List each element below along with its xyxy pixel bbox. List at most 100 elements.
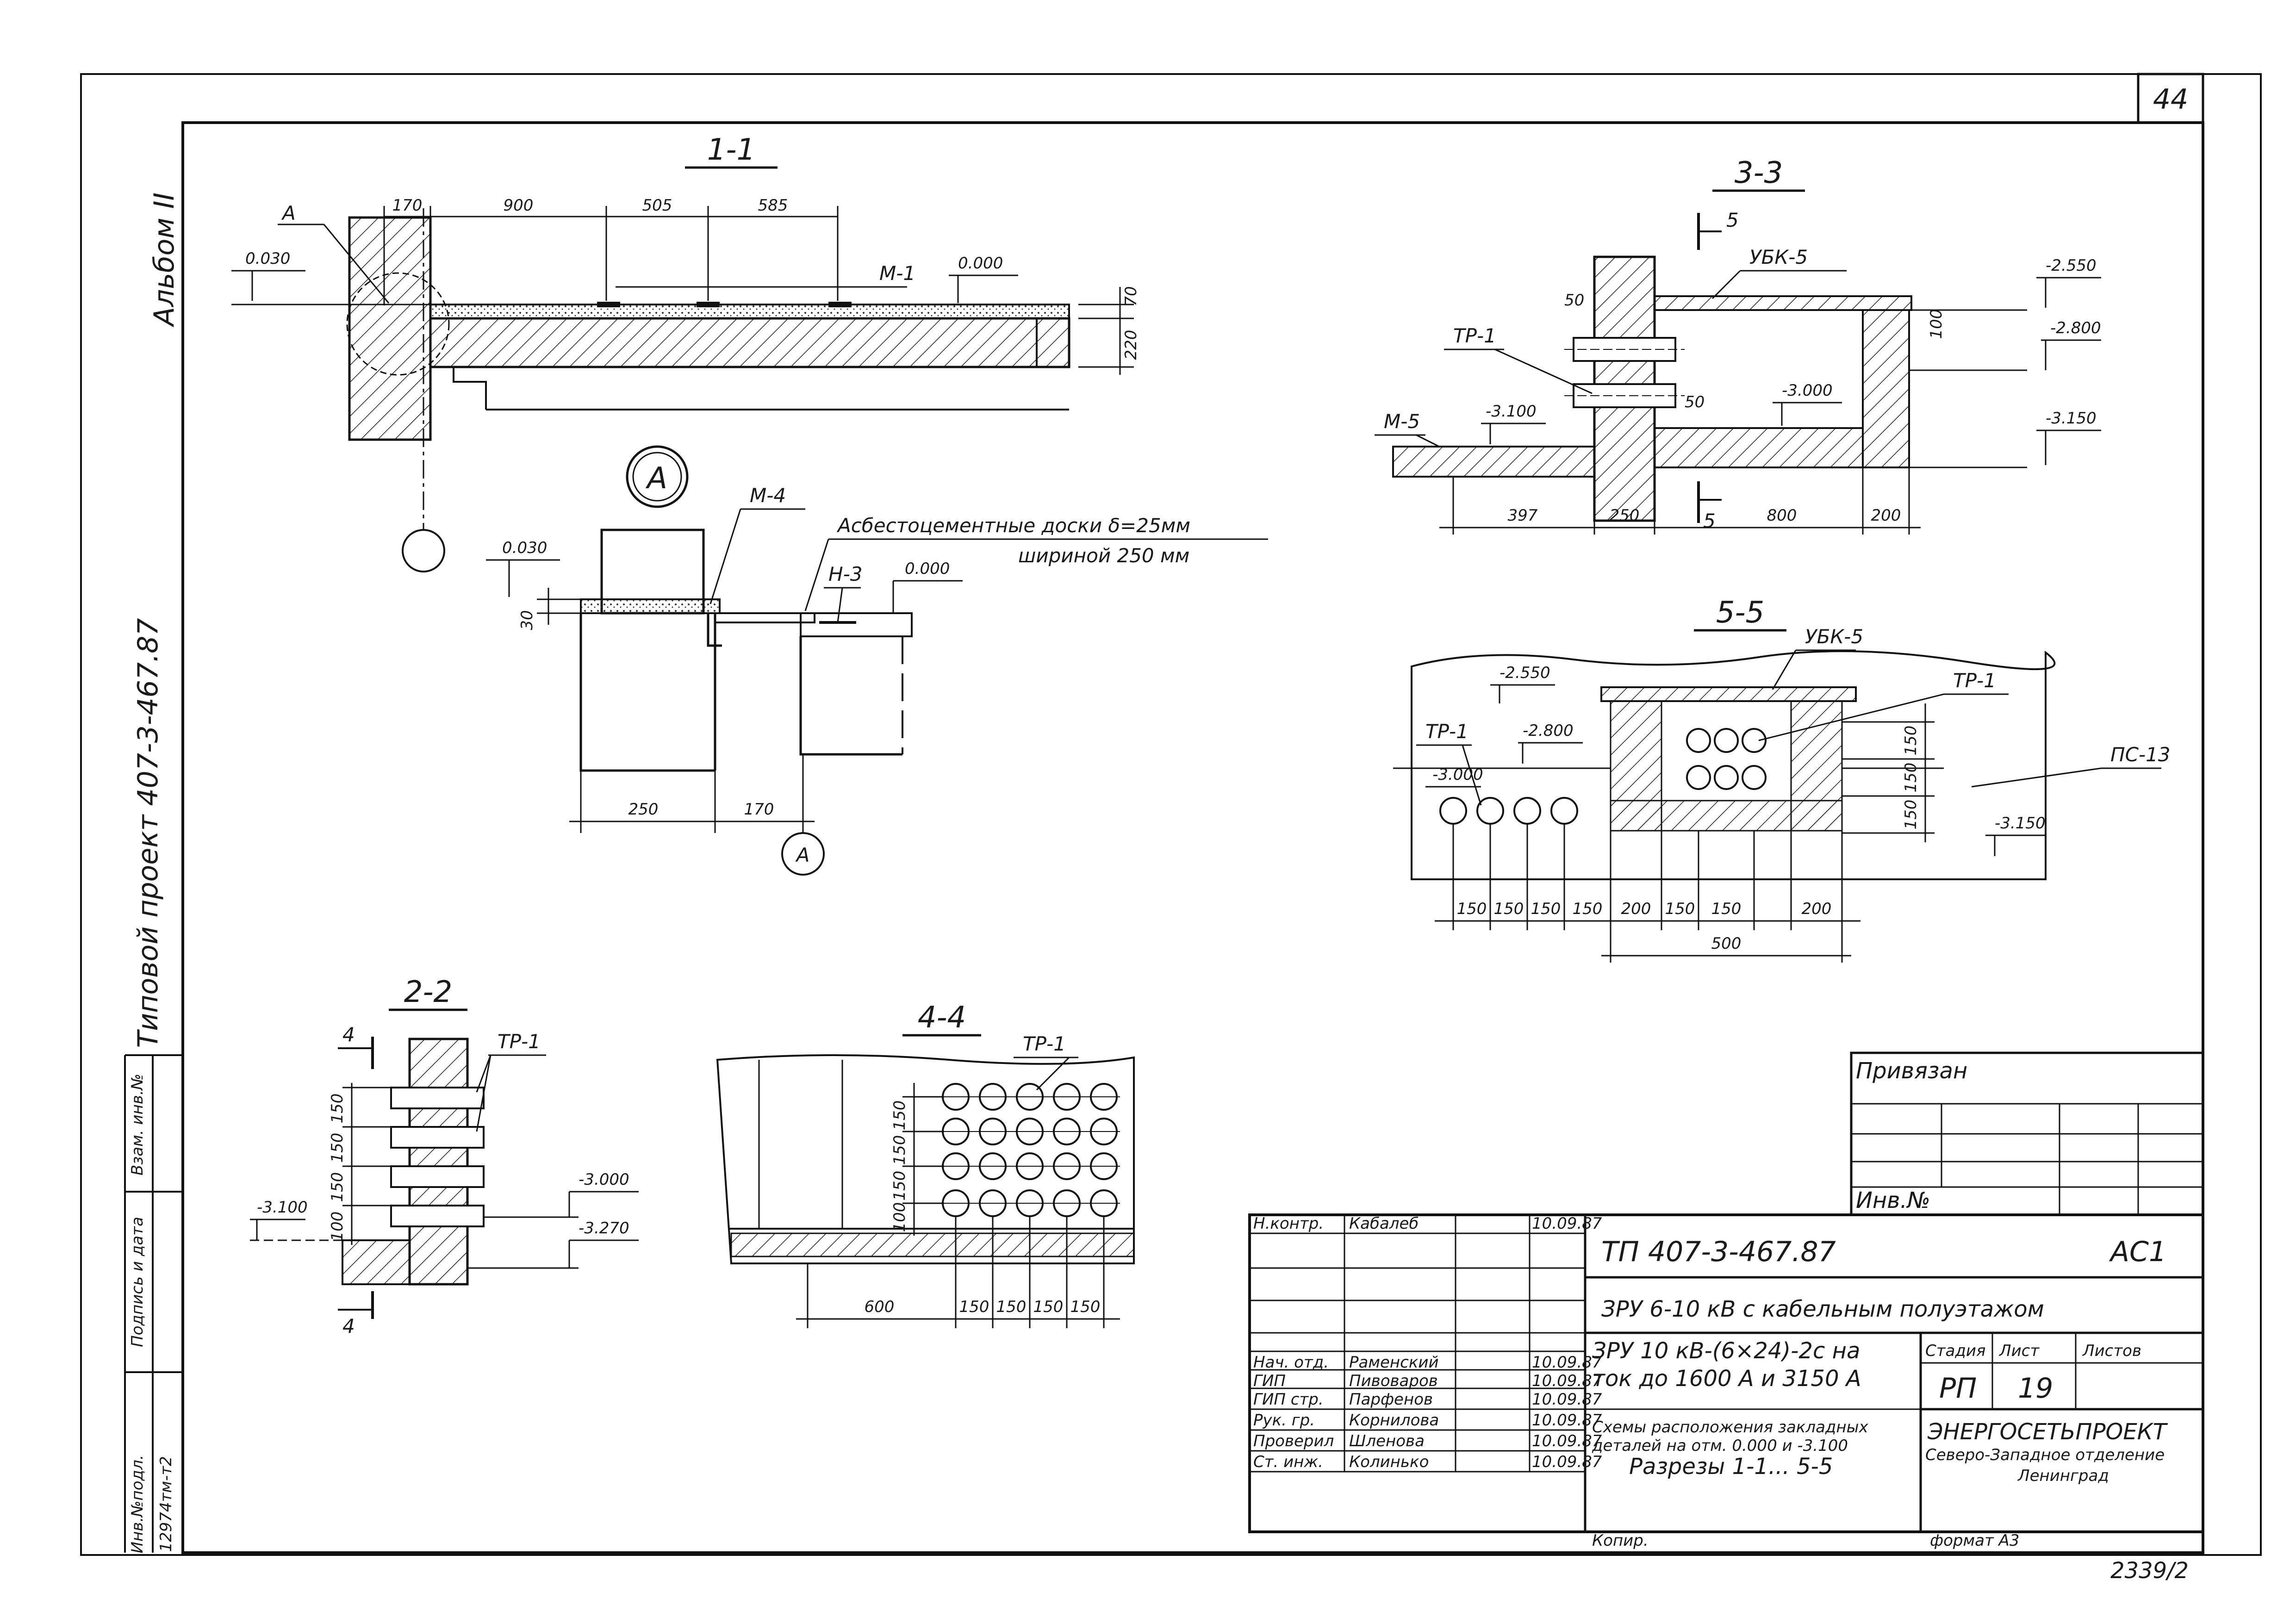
vdim-44-b: 150 (890, 1135, 909, 1165)
level-0000: 0.000 (958, 254, 1003, 273)
level-m3000-22: -3.000 (579, 1170, 629, 1189)
vdim-55-b: 150 (1902, 763, 1920, 793)
row-date: 10.09.87 (1532, 1390, 1602, 1409)
podpis-label: Подпись и дата (128, 1217, 147, 1347)
level-m2800-55: -2.800 (1523, 721, 1574, 740)
section-3-3-title: 3-3 (1735, 156, 1783, 190)
detail-a: А М-4 Асбестоцементные доски δ=25мм шири… (486, 445, 1268, 876)
dim-70: 70 (1122, 286, 1140, 306)
dim-200-33: 200 (1871, 506, 1901, 525)
dim-170: 170 (392, 196, 423, 215)
ubk5-label: УБК-5 (1749, 246, 1808, 268)
section-5-5-title: 5-5 (1716, 596, 1765, 630)
tr1-label-33: ТР-1 (1453, 324, 1496, 347)
row-name: Пивоваров (1349, 1372, 1438, 1390)
row-role: ГИП (1253, 1372, 1286, 1390)
dim-100: 100 (1927, 309, 1946, 339)
cut-mark-5-bottom: 5 (1703, 510, 1716, 532)
album-label: Альбом II (148, 193, 180, 328)
format-label: формат А3 (1930, 1531, 2019, 1550)
row-name: Парфенов (1349, 1390, 1433, 1409)
dim55-7: 150 (1711, 900, 1742, 918)
section-4-4-title: 4-4 (918, 1001, 966, 1035)
title-name-2a: ЗРУ 10 кВ-(6×24)-2с на (1592, 1338, 1860, 1364)
dim-505: 505 (642, 196, 672, 215)
dim55-8: 200 (1802, 900, 1832, 918)
section-2-2-title: 2-2 (404, 975, 453, 1009)
dim55-6: 150 (1665, 900, 1695, 918)
org-branch: Северо-Западное отделение (1925, 1446, 2165, 1464)
dim-50-mid: 50 (1685, 393, 1705, 411)
title-block (1248, 1051, 2204, 1533)
dim-585: 585 (758, 196, 788, 215)
vdim-22-a: 150 (328, 1094, 347, 1124)
tr1-label-22: ТР-1 (498, 1030, 541, 1053)
desc-3: Разрезы 1-1... 5-5 (1629, 1454, 1833, 1480)
row-role: Рук. гр. (1253, 1411, 1315, 1430)
project-label: Типовой проект 407-3-467.87 (132, 618, 164, 1048)
wall-left (348, 216, 432, 441)
sheet-frame (80, 73, 2262, 1556)
conduit-grid-55 (1439, 728, 1767, 825)
conduit-grid-44 (942, 1083, 1118, 1217)
tr1-label-55-right: ТР-1 (1953, 669, 1996, 692)
tr1-label-55-left: ТР-1 (1425, 720, 1468, 743)
level-m3100-22: -3.100 (257, 1198, 308, 1217)
vdim-55-a: 150 (1902, 726, 1920, 756)
dim44-150a: 150 (959, 1298, 989, 1316)
project-code: ТП 407-3-467.87 (1601, 1236, 1836, 1268)
dim-250-33: 250 (1610, 506, 1640, 525)
section-2-2: 2-2 4 ТР-1 150 150 150 100 -3.000 -3.270 (250, 975, 639, 1337)
section-1-1: 1-1 170 900 505 585 70 220 А (231, 133, 1140, 572)
m4-label: М-4 (750, 484, 786, 507)
row-date: 10.09.87 (1532, 1432, 1602, 1450)
row-date: 10.09.87 (1532, 1411, 1602, 1430)
row-name: Раменский (1349, 1353, 1439, 1372)
vdim-22-b: 150 (328, 1133, 347, 1163)
dim44-600: 600 (865, 1298, 895, 1316)
level-m3000: -3.000 (1782, 381, 1833, 400)
sheet-number: 44 (2153, 83, 2188, 116)
org-name: ЭНЕРГОСЕТЬПРОЕКТ (1927, 1419, 2168, 1445)
detail-dim-170: 170 (744, 800, 774, 819)
dim-800: 800 (1767, 506, 1797, 525)
level-0030: 0.030 (245, 249, 290, 268)
inv-label: Инв.№ (1856, 1188, 1930, 1213)
row-role: Проверил (1253, 1432, 1334, 1450)
m1-label: М-1 (879, 262, 915, 285)
tr1-label-44: ТР-1 (1023, 1032, 1066, 1055)
dim44-150d: 150 (1070, 1298, 1101, 1316)
dim55-5: 200 (1621, 900, 1651, 918)
vdim-55-c: 150 (1902, 800, 1920, 830)
sheet-code: АС1 (2109, 1236, 2166, 1268)
dim55-1: 150 (1457, 900, 1487, 918)
row-name: Кабалеб (1349, 1214, 1419, 1233)
inv-value: 12974тм-т2 (157, 1456, 175, 1552)
row-name: Колинько (1349, 1453, 1429, 1471)
level-m2550-55: -2.550 (1500, 664, 1550, 682)
row-role: Н.контр. (1253, 1214, 1324, 1233)
sheet-header: Лист (1998, 1342, 2040, 1360)
title-name-2b: ток до 1600 А и 3150 А (1592, 1366, 1861, 1392)
cut-4-bottom: 4 (342, 1315, 355, 1337)
dim-30: 30 (518, 610, 536, 630)
vdim-22-d: 100 (328, 1212, 347, 1242)
row-date: 10.09.87 (1532, 1453, 1602, 1471)
title-name-1: ЗРУ 6-10 кВ с кабельным полуэтажом (1601, 1296, 2044, 1322)
sheets-header: Листов (2082, 1342, 2141, 1360)
ps13-label: ПС-13 (2110, 743, 2171, 766)
callout-a-label: А (281, 202, 296, 224)
dim-900: 900 (504, 196, 534, 215)
conduits-22 (390, 1087, 485, 1227)
level-m2550: -2.550 (2046, 256, 2097, 275)
level-m3150-55: -3.150 (1995, 814, 2046, 833)
detail-callout-a: А (795, 844, 810, 866)
dim-397: 397 (1508, 506, 1538, 525)
row-role: Ст. инж. (1253, 1453, 1323, 1471)
row-role: ГИП стр. (1253, 1390, 1324, 1409)
bottom-number: 2339/2 (2110, 1558, 2189, 1584)
stage-header: Стадия (1925, 1342, 1985, 1360)
row-name: Корнилова (1349, 1411, 1439, 1430)
floor-slab (429, 317, 1070, 368)
